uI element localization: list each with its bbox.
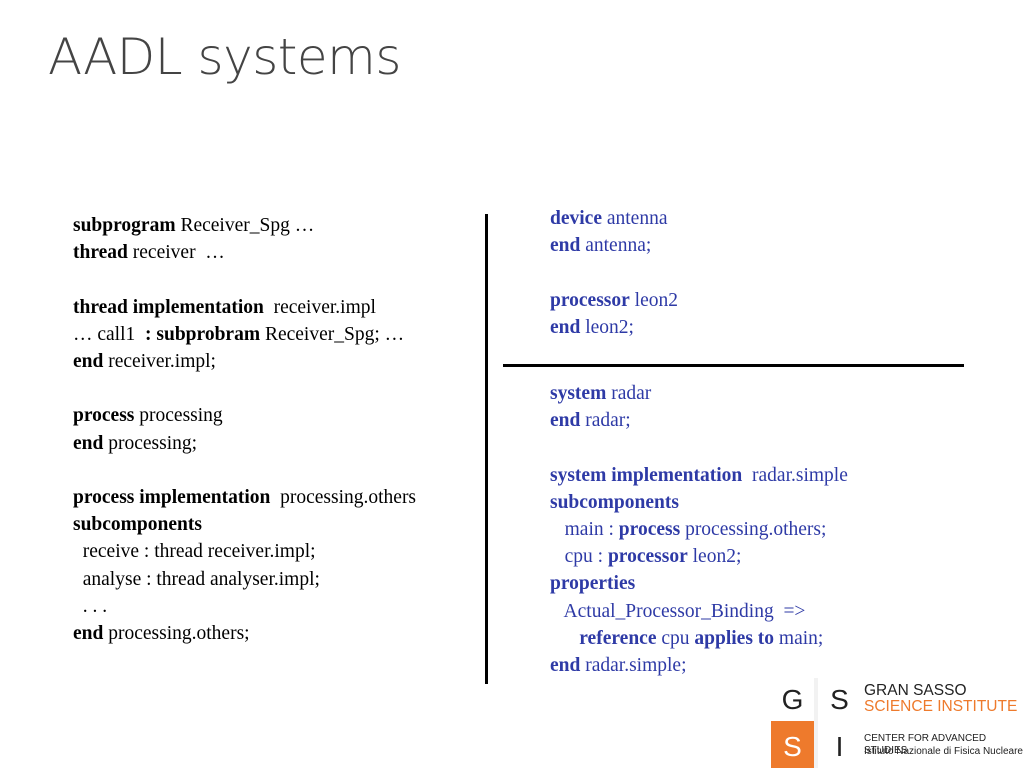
code-text: leon2 (629, 289, 678, 311)
code-text: receiver.impl (263, 296, 376, 318)
code-keyword: reference (579, 627, 657, 649)
code-text: leon2; (687, 546, 742, 568)
code-text: processing.others; (680, 519, 827, 541)
code-line: device antenna (550, 208, 668, 229)
code-text: radar; (580, 410, 631, 432)
code-line: properties (550, 573, 635, 594)
logo-letter-s: S (818, 678, 861, 721)
code-keyword: end (73, 432, 104, 454)
code-line: system radar (550, 383, 651, 404)
code-keyword: end (550, 235, 581, 257)
code-keyword: processor (550, 289, 630, 311)
code-text: cpu : (550, 546, 608, 568)
code-text: antenna (601, 208, 668, 229)
code-text: processing (134, 405, 223, 427)
code-keyword: end (73, 623, 104, 645)
code-keyword: end (550, 410, 581, 432)
code-keyword: thread implementation (73, 296, 264, 318)
code-line: Actual_Processor_Binding => (550, 600, 806, 622)
code-keyword: system (550, 383, 607, 404)
code-text: processing.others (270, 487, 417, 509)
code-text: receive : thread receiver.impl; (73, 541, 316, 563)
code-line: end radar.simple; (550, 655, 687, 676)
code-line: end processing.others; (73, 623, 250, 644)
code-keyword: system implementation (550, 464, 743, 486)
horizontal-divider (503, 364, 964, 367)
logo-text-science-institute: SCIENCE INSTITUTE (864, 698, 1018, 715)
code-line: … call1 : subprobram Receiver_Spg; … (73, 324, 404, 345)
logo-text-gran-sasso: GRAN SASSO (864, 682, 967, 699)
right-top-code-block: device antenna end antenna; processor le… (550, 205, 678, 341)
code-line: process implementation processing.others (73, 487, 416, 508)
code-line: processor leon2 (550, 290, 678, 311)
code-line: subprogram Receiver_Spg … (73, 215, 314, 236)
code-keyword: thread (73, 242, 128, 264)
code-line: end leon2; (550, 317, 634, 338)
code-line: receive : thread receiver.impl; (73, 541, 316, 562)
code-line: subcomponents (73, 514, 202, 535)
logo-letter-i: I (818, 725, 861, 768)
code-text: Receiver_Spg … (175, 215, 315, 236)
code-keyword: subcomponents (550, 491, 679, 513)
code-line: . . . (73, 596, 107, 617)
code-text: receiver … (127, 242, 225, 264)
logo-letter-g: G (771, 678, 814, 721)
code-text: Actual_Processor_Binding => (550, 600, 806, 622)
gssi-logo: G S S I GRAN SASSO SCIENCE INSTITUTE CEN… (771, 678, 1024, 768)
logo-separator-vertical (814, 678, 818, 768)
left-code-block: subprogram Receiver_Spg … thread receive… (73, 212, 416, 647)
code-keyword: process implementation (73, 487, 271, 509)
code-line: end radar; (550, 410, 631, 431)
code-line: end processing; (73, 433, 197, 454)
code-line: thread receiver … (73, 242, 225, 263)
code-line: subcomponents (550, 492, 679, 513)
code-text: processing.others; (103, 623, 250, 645)
code-line: system implementation radar.simple (550, 465, 848, 486)
right-bottom-code-block: system radar end radar; system implement… (550, 380, 848, 679)
code-text: … call1 (73, 323, 141, 345)
code-text: receiver.impl; (103, 351, 216, 373)
code-text: antenna; (580, 235, 652, 257)
code-line: thread implementation receiver.impl (73, 297, 376, 318)
code-line: end antenna; (550, 235, 651, 256)
logo-accent-bar (771, 721, 814, 725)
logo-letter-s-orange: S (771, 725, 814, 768)
code-line: main : process processing.others; (550, 519, 827, 541)
code-keyword: end (550, 655, 581, 677)
code-text: Receiver_Spg; … (260, 323, 405, 345)
code-keyword: end (73, 351, 104, 373)
code-line: process processing (73, 405, 223, 426)
logo-text-infn: Istituto Nazionale di Fisica Nucleare (864, 746, 1023, 757)
code-text (550, 628, 579, 649)
code-text: main : (550, 519, 619, 541)
code-text: main; (774, 627, 824, 649)
code-keyword: device (550, 208, 602, 229)
code-keyword: subcomponents (73, 514, 202, 536)
code-text: cpu (656, 627, 695, 649)
code-line: analyse : thread analyser.impl; (73, 569, 320, 590)
code-keyword: applies to (694, 627, 775, 649)
code-text: analyse : thread analyser.impl; (73, 568, 320, 590)
code-keyword: : subprobram (140, 323, 261, 345)
code-text: radar.simple (742, 464, 848, 486)
code-keyword: processor (607, 546, 688, 568)
slide-title: AADL systems (48, 28, 401, 86)
code-text: radar.simple; (580, 655, 687, 677)
code-keyword: end (550, 316, 581, 338)
vertical-divider (485, 214, 488, 684)
code-line: reference cpu applies to main; (550, 628, 823, 649)
code-line: cpu : processor leon2; (550, 546, 742, 568)
code-line: end receiver.impl; (73, 351, 216, 372)
code-text: leon2; (580, 316, 634, 338)
code-keyword: subprogram (73, 215, 176, 236)
code-keyword: process (618, 519, 681, 541)
logo-text-center: CENTER FOR ADVANCED STUDIES (864, 733, 987, 756)
code-text: radar (606, 383, 652, 404)
code-keyword: properties (550, 573, 636, 595)
code-text: processing; (103, 432, 198, 454)
code-text: . . . (73, 595, 108, 617)
code-keyword: process (73, 405, 135, 427)
